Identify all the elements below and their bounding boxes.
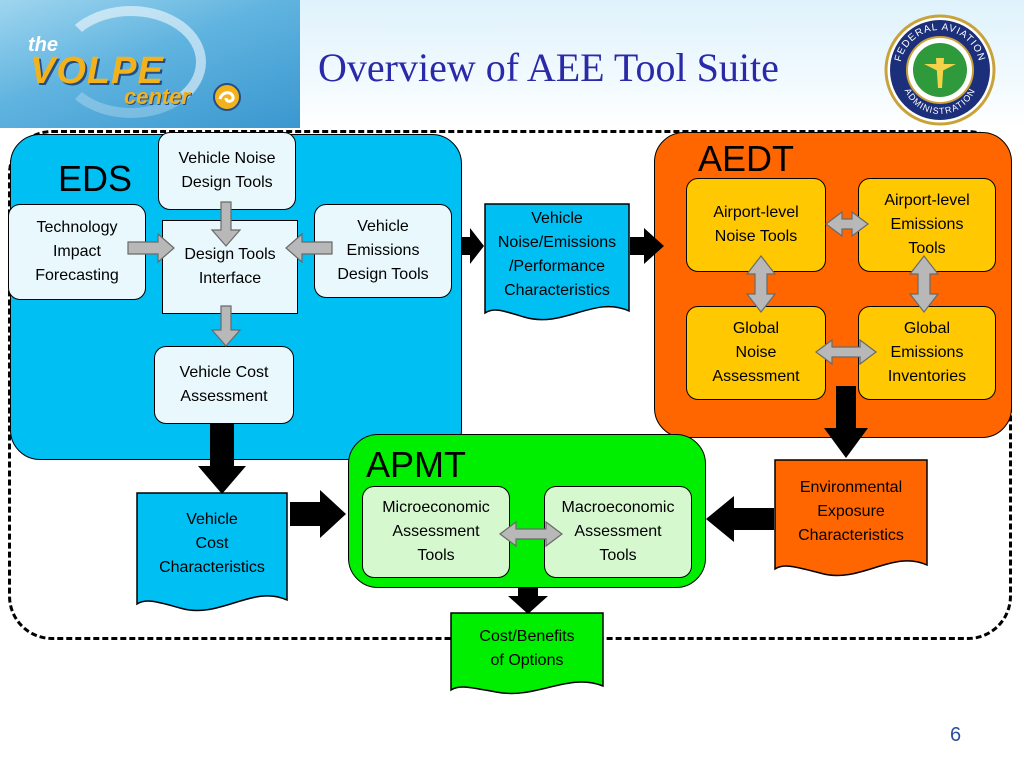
arrow-noise-doc-to-aedt — [630, 228, 664, 264]
vehicle-emissions-design-tools-box: Vehicle Emissions Design Tools — [314, 204, 452, 298]
macroeconomic-assessment-tools-box: Macroeconomic Assessment Tools — [544, 486, 692, 578]
global-noise-assessment-box: Global Noise Assessment — [686, 306, 826, 400]
environmental-exposure-document: Environmental Exposure Characteristics — [798, 479, 904, 544]
arrow-emissions-to-interface — [285, 232, 333, 264]
environmental-exposure-document-shape — [774, 459, 928, 577]
arrow-eds-to-noise-doc — [462, 228, 484, 264]
arrow-micro-macro — [499, 520, 563, 548]
volpe-logo: the VOLPE center — [0, 0, 300, 128]
vehicle-cost-assessment-box: Vehicle Cost Assessment — [154, 346, 294, 424]
airport-level-emissions-tools-box: Airport-level Emissions Tools — [858, 178, 996, 272]
arrow-aedt-to-exposure — [824, 386, 868, 458]
arrow-interface-to-cost — [210, 305, 242, 347]
eds-title: EDS — [58, 158, 133, 199]
page-title: Overview of AEE Tool Suite — [318, 45, 779, 90]
logo-swirl — [56, 6, 206, 118]
vehicle-noise-design-tools-box: Vehicle Noise Design Tools — [158, 132, 296, 210]
vehicle-noise-emissions-document: Vehicle Noise/Emissions /Performance Cha… — [497, 210, 617, 299]
vehicle-cost-characteristics-document-shape — [136, 492, 288, 612]
page-number: 6 — [950, 724, 962, 746]
logo-center-text: center — [124, 84, 191, 109]
cost-benefits-document: Cost/Benefits of Options — [479, 628, 575, 669]
arrow-noise-to-interface — [210, 201, 242, 247]
arrow-global-noise-emissions — [815, 338, 877, 366]
vehicle-noise-emissions-document-shape — [484, 203, 630, 321]
logo-spiral-icon — [213, 83, 241, 111]
aedt-title: AEDT — [698, 138, 795, 179]
arrow-cost-assessment-to-doc — [198, 424, 246, 494]
apmt-title: APMT — [366, 444, 467, 485]
arrow-forecasting-to-interface — [127, 232, 175, 264]
airport-level-noise-tools-box: Airport-level Noise Tools — [686, 178, 826, 272]
logo-volpe-text: VOLPE — [30, 50, 164, 92]
arrow-apmt-to-cost-benefits — [508, 588, 548, 614]
faa-seal-icon: FEDERAL AVIATION ADMINISTRATION — [884, 14, 996, 126]
logo-the-text: the — [28, 34, 58, 56]
arrow-cost-doc-to-apmt — [290, 490, 346, 538]
cost-benefits-document-shape — [450, 612, 604, 695]
technology-impact-forecasting-box: Technology Impact Forecasting — [8, 204, 146, 300]
microeconomic-assessment-tools-box: Microeconomic Assessment Tools — [362, 486, 510, 578]
arrow-airport-global-emissions — [908, 255, 940, 313]
vehicle-cost-characteristics-document: Vehicle Cost Characteristics — [159, 511, 265, 576]
arrow-airport-noise-emissions — [825, 210, 869, 238]
arrow-exposure-to-apmt — [706, 496, 774, 542]
global-emissions-inventories-box: Global Emissions Inventories — [858, 306, 996, 400]
arrow-airport-global-noise — [745, 255, 777, 313]
